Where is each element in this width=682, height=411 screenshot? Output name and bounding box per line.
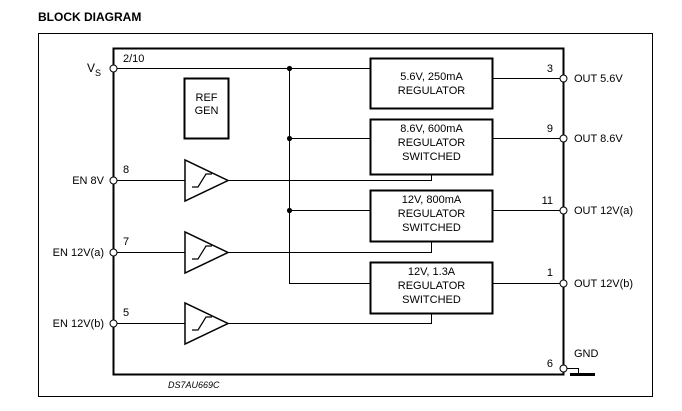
out12a-pin-number: 11 bbox=[542, 195, 553, 207]
vs-pin-number: 2/10 bbox=[123, 53, 144, 65]
regulator-12vb-rating: 12V, 1.3A bbox=[408, 266, 456, 278]
vs-pin-terminal bbox=[109, 64, 118, 73]
regulator-12va-rating: 12V, 800mA bbox=[402, 194, 462, 206]
en12a-pin-terminal bbox=[109, 248, 118, 257]
vs-pin-name: V bbox=[87, 61, 95, 75]
regulator-12va-type: REGULATOR bbox=[398, 208, 465, 220]
gnd-pin-name: GND bbox=[574, 348, 599, 360]
ref-gen-label-1: REF bbox=[196, 92, 218, 104]
drawing-code: DS7AU669C bbox=[168, 380, 220, 390]
en8-buffer-symbol bbox=[184, 158, 230, 203]
figure-frame bbox=[38, 33, 653, 397]
out12b-pin-terminal bbox=[559, 279, 568, 288]
ic-body bbox=[112, 47, 565, 376]
regulator-8v6-block bbox=[369, 118, 494, 176]
en12a-pin-name: EN 12V(a) bbox=[53, 247, 104, 259]
en8-pin-number: 8 bbox=[123, 164, 129, 176]
out12b-pin-name: OUT 12V(b) bbox=[574, 278, 633, 290]
en12b-pin-number: 5 bbox=[123, 307, 129, 319]
regulator-5v6-block bbox=[369, 57, 494, 110]
en12a-pin-number: 7 bbox=[123, 236, 129, 248]
regulator-8v6-switched: SWITCHED bbox=[402, 151, 461, 163]
wiring bbox=[113, 68, 579, 374]
regulator-12vb-switched: SWITCHED bbox=[402, 294, 461, 306]
ref-gen-label-2: GEN bbox=[195, 105, 219, 117]
en12b-buffer-symbol bbox=[184, 301, 230, 346]
out12a-pin-name: OUT 12V(a) bbox=[574, 205, 633, 217]
gnd-pin-number: 6 bbox=[547, 358, 553, 370]
gnd-pin-terminal bbox=[559, 364, 568, 373]
junction-dots bbox=[286, 65, 293, 214]
out56-pin-name: OUT 5.6V bbox=[574, 73, 623, 85]
regulator-8v6-rating: 8.6V, 600mA bbox=[400, 123, 463, 135]
regulator-8v6-type: REGULATOR bbox=[398, 137, 465, 149]
out86-pin-terminal bbox=[559, 134, 568, 143]
figure-title: BLOCK DIAGRAM bbox=[38, 10, 141, 24]
en8-pin-name: EN 8V bbox=[72, 175, 104, 187]
regulator-12vb-type: REGULATOR bbox=[398, 280, 465, 292]
pin-terminals bbox=[109, 64, 568, 373]
out86-pin-number: 9 bbox=[547, 123, 553, 135]
out86-pin-name: OUT 8.6V bbox=[574, 133, 623, 145]
gnd-symbol bbox=[570, 373, 595, 376]
regulator-5v6-type: REGULATOR bbox=[398, 85, 465, 97]
out56-pin-terminal bbox=[559, 74, 568, 83]
en12b-pin-terminal bbox=[109, 319, 118, 328]
vs-pin-subscript: S bbox=[95, 68, 101, 78]
out56-pin-number: 3 bbox=[547, 63, 553, 75]
en12b-pin-name: EN 12V(b) bbox=[53, 318, 104, 330]
regulator-12va-switched: SWITCHED bbox=[402, 222, 461, 234]
out12b-pin-number: 1 bbox=[547, 267, 553, 279]
out12a-pin-terminal bbox=[559, 206, 568, 215]
regulator-12va-block bbox=[369, 189, 494, 243]
regulator-5v6-rating: 5.6V, 250mA bbox=[400, 71, 463, 83]
en8-pin-terminal bbox=[109, 176, 118, 185]
en12a-buffer-symbol bbox=[184, 230, 230, 275]
regulator-12vb-block bbox=[369, 261, 494, 315]
ref-gen-block bbox=[183, 77, 230, 140]
